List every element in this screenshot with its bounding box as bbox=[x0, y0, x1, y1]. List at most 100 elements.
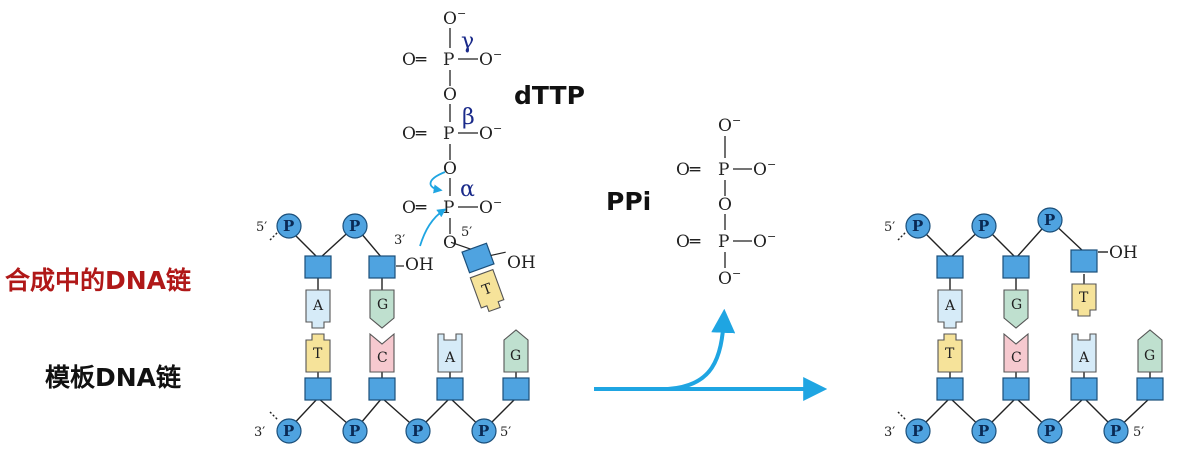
alpha-p: P bbox=[443, 198, 454, 218]
svg-text:O═: O═ bbox=[676, 160, 701, 180]
template-base-3: A bbox=[1078, 350, 1090, 366]
left-top-phosphates: P P bbox=[276, 213, 368, 239]
phosphate-circle bbox=[1103, 418, 1129, 444]
phosphate-label: P bbox=[478, 422, 489, 440]
incoming-oh: OH bbox=[507, 253, 536, 273]
phosphate-label: P bbox=[349, 422, 360, 440]
sugar-block bbox=[368, 377, 396, 401]
phosphate-label: P bbox=[283, 217, 294, 235]
beta-p: P bbox=[443, 124, 454, 144]
sugar-block bbox=[368, 255, 396, 279]
synth-base-1: A bbox=[944, 298, 956, 314]
base-T-shape bbox=[937, 333, 963, 373]
svg-text:P: P bbox=[718, 232, 729, 252]
synth-base-2: G bbox=[377, 297, 388, 313]
phosphate-label: P bbox=[978, 422, 989, 440]
gamma-o-double: O═ bbox=[402, 50, 427, 70]
template-strand-label: 模板DNA链 bbox=[45, 363, 181, 392]
base-A-shape bbox=[305, 289, 331, 329]
base-G-shape bbox=[503, 329, 529, 373]
phosphate-label: P bbox=[978, 217, 989, 235]
o-minus-top: O− bbox=[443, 7, 466, 29]
phosphate-label: P bbox=[1044, 422, 1055, 440]
template-base-2: C bbox=[1011, 350, 1022, 366]
pyrophosphate: O− O═ P O− O O═ P O− O− bbox=[676, 114, 776, 289]
phosphate-circle bbox=[276, 213, 302, 239]
right-top-phosphates: P P P bbox=[905, 207, 1063, 239]
svg-text:O−: O− bbox=[718, 267, 741, 289]
template-base-4: G bbox=[510, 348, 521, 364]
synth-base-3: T bbox=[1079, 290, 1089, 306]
right-bottom-five-prime: 5′ bbox=[1133, 425, 1144, 440]
sugar-block bbox=[1002, 377, 1030, 401]
phosphate-circle bbox=[1037, 418, 1063, 444]
base-A-shape bbox=[1071, 333, 1097, 373]
phosphate-label: P bbox=[1110, 422, 1121, 440]
template-base-1: T bbox=[945, 346, 955, 362]
template-base-2: C bbox=[377, 350, 388, 366]
right-top-five-prime: 5′ bbox=[884, 220, 895, 235]
gamma-p: P bbox=[443, 50, 454, 70]
left-bottom-five-prime: 5′ bbox=[500, 425, 511, 440]
synth-base-1: A bbox=[312, 298, 324, 314]
base-G-shape bbox=[1003, 289, 1029, 329]
sugar-block bbox=[936, 377, 964, 401]
base-T-shape bbox=[305, 333, 331, 373]
left-top-five-prime: 5′ bbox=[256, 220, 267, 235]
phosphate-circle bbox=[405, 418, 431, 444]
left-template-bases: T C A G bbox=[305, 329, 529, 373]
base-G-shape bbox=[1137, 329, 1163, 373]
ppi-release-arrow bbox=[667, 308, 736, 391]
right-template-bases: T C A G bbox=[937, 329, 1163, 373]
bridge-o-3: O bbox=[443, 233, 457, 253]
phosphate-circle bbox=[276, 418, 302, 444]
beta-o-double: O═ bbox=[402, 124, 427, 144]
left-three-prime: 3′ bbox=[394, 233, 405, 248]
base-G-shape bbox=[369, 289, 395, 329]
phosphate-circle bbox=[971, 418, 997, 444]
sugar-block bbox=[936, 255, 964, 279]
svg-text:O−: O− bbox=[753, 158, 776, 180]
sugar-block bbox=[1136, 377, 1164, 401]
left-bottom-phosphates: P P P P bbox=[276, 418, 497, 444]
base-C-shape bbox=[1003, 332, 1029, 373]
svg-text:P: P bbox=[718, 160, 729, 180]
synthesizing-strand-label: 合成中的DNA链 bbox=[5, 266, 191, 295]
left-oh: OH bbox=[405, 255, 434, 275]
dttp-triphosphate: O− O═ P O− γ O O═ P O− β O O═ P O− α O 5… bbox=[402, 7, 502, 253]
alpha-o-minus: O− bbox=[479, 196, 502, 218]
right-oh: OH bbox=[1109, 243, 1138, 263]
sugar-block bbox=[436, 377, 464, 401]
right-synth-bases: A G T bbox=[937, 283, 1097, 329]
template-base-1: T bbox=[313, 346, 323, 362]
svg-text:O═: O═ bbox=[676, 232, 701, 252]
phosphate-label: P bbox=[912, 217, 923, 235]
attack-arrow bbox=[419, 208, 447, 247]
svg-text:O−: O− bbox=[753, 230, 776, 252]
alpha-symbol: α bbox=[460, 177, 475, 202]
synth-base-2: G bbox=[1011, 297, 1022, 313]
bridge-o-2: O bbox=[443, 159, 457, 179]
gamma-symbol: γ bbox=[461, 29, 474, 54]
sugar-block bbox=[461, 242, 495, 274]
sugar-block bbox=[1070, 249, 1098, 273]
sugar-block bbox=[502, 377, 530, 401]
base-T-shape bbox=[1071, 283, 1097, 317]
template-base-3: A bbox=[444, 350, 456, 366]
five-prime-incoming: 5′ bbox=[461, 225, 472, 240]
beta-o-minus: O− bbox=[479, 122, 502, 144]
phosphate-circle bbox=[971, 213, 997, 239]
gamma-o-minus: O− bbox=[479, 48, 502, 70]
left-synth-bases: A G bbox=[305, 289, 395, 329]
reaction-arrow bbox=[594, 308, 828, 401]
svg-text:O−: O− bbox=[718, 114, 741, 136]
ppi-label: PPi bbox=[606, 187, 651, 216]
alpha-o-double: O═ bbox=[402, 198, 427, 218]
sugar-block bbox=[304, 255, 332, 279]
phosphate-circle bbox=[471, 418, 497, 444]
bridge-o-1: O bbox=[443, 85, 457, 105]
phosphate-label: P bbox=[412, 422, 423, 440]
right-bottom-phosphates: P P P P bbox=[905, 418, 1129, 444]
svg-text:O: O bbox=[718, 195, 732, 215]
